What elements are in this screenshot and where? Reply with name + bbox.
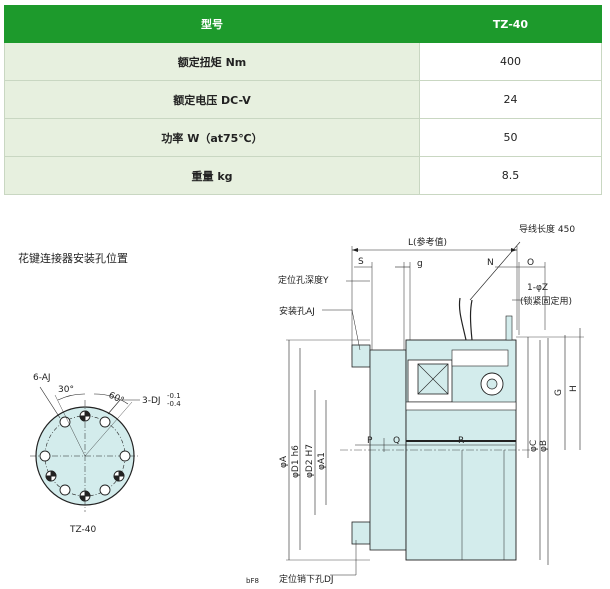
row-value: 24: [419, 80, 602, 119]
dim-n: N: [487, 258, 494, 268]
row-label: 重量 kg: [4, 156, 420, 195]
dim-h: H: [569, 385, 579, 392]
tolerance-lower: -0.4: [167, 400, 181, 408]
dim-bf8: bF8: [246, 577, 259, 585]
table-row: 额定电压 DC-V 24: [4, 80, 602, 119]
left-model-label: TZ-40: [69, 525, 96, 535]
aj-hole: [119, 450, 131, 462]
row-label: 功率 W（at75℃）: [4, 118, 420, 157]
dim-l: L(参考值): [408, 236, 447, 248]
dim-g-height: G: [554, 389, 564, 396]
row-value: 400: [419, 42, 602, 81]
label-angle-30: 30°: [58, 385, 74, 395]
dim-y: 定位孔深度Y: [278, 274, 329, 286]
dim-phi-d1: φD1 h6: [291, 445, 301, 478]
dim-phi-a1: φA1: [317, 452, 327, 470]
table-row: 重量 kg 8.5: [4, 156, 602, 195]
dim-o: O: [527, 258, 534, 268]
header-label: 型号: [4, 5, 420, 43]
dim-z: 1-φZ: [527, 283, 548, 293]
dim-p: P: [367, 436, 373, 446]
label-3dj: 3-DJ: [142, 396, 161, 406]
header-value: TZ-40: [419, 5, 602, 43]
aj-hole: [59, 484, 71, 496]
dim-g: g: [417, 259, 423, 269]
dim-z-note: (锁紧固定用): [520, 295, 572, 307]
dim-s: S: [358, 257, 364, 267]
brake-section-view: [286, 241, 584, 576]
dim-phi-c: φC: [529, 440, 539, 452]
tolerance-upper: -0.1: [167, 392, 181, 400]
dim-lead-length: 导线长度 450: [519, 223, 575, 235]
dim-q: Q: [393, 436, 400, 446]
dim-phi-d2: φD2 H7: [305, 444, 315, 478]
dim-phi-b: φB: [539, 440, 549, 452]
label-6aj: 6-AJ: [33, 373, 51, 383]
mounting-hole-title: 花键连接器安装孔位置: [18, 252, 128, 265]
row-value: 8.5: [419, 156, 602, 195]
aj-hole: [59, 416, 71, 428]
label-angle-60: 60°: [107, 391, 126, 407]
row-value: 50: [419, 118, 602, 157]
flange-face-view: [30, 386, 140, 512]
table-header-row: 型号 TZ-40: [4, 5, 602, 43]
spec-table: 型号 TZ-40 额定扭矩 Nm 400 额定电压 DC-V 24 功率 W（a…: [4, 5, 602, 195]
table-row: 功率 W（at75℃） 50: [4, 118, 602, 157]
dim-aj: 安装孔AJ: [279, 305, 315, 317]
aj-hole: [99, 416, 111, 428]
dim-dj: 定位销下孔DJ: [279, 573, 334, 585]
aj-hole: [39, 450, 51, 462]
dim-phi-a: φA: [279, 455, 289, 468]
aj-hole: [99, 484, 111, 496]
row-label: 额定电压 DC-V: [4, 80, 420, 119]
dim-r: R: [458, 436, 464, 446]
